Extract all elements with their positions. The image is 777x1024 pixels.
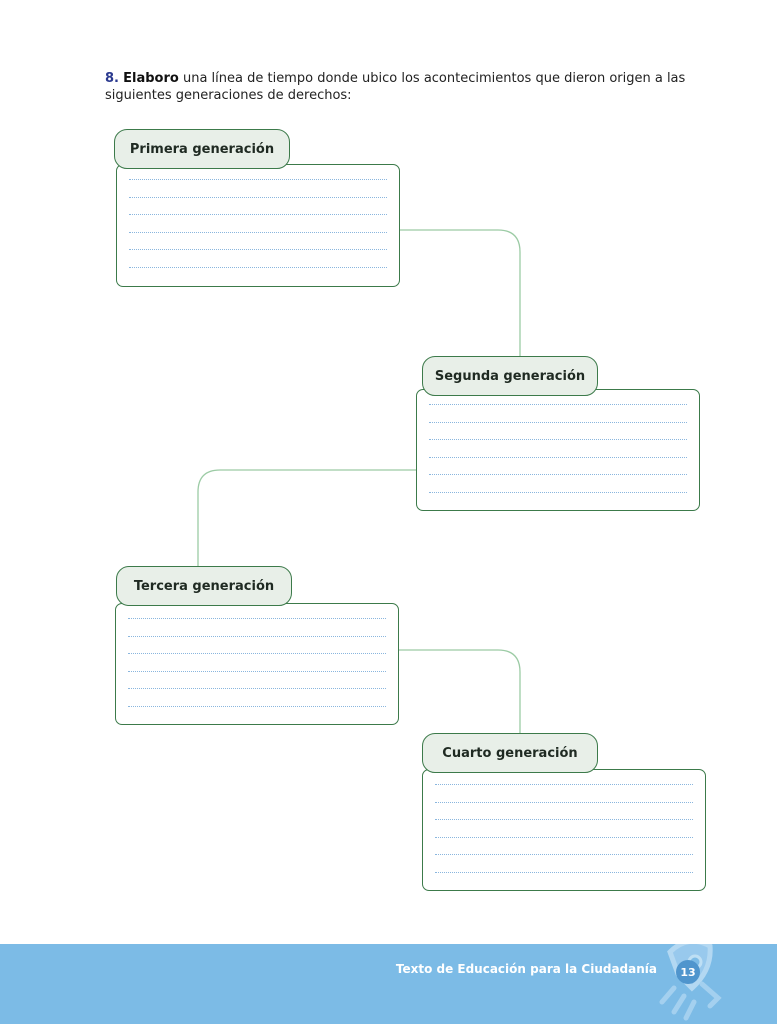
generation-card-1 — [116, 164, 400, 287]
writing-line — [128, 618, 386, 619]
writing-line — [128, 670, 386, 672]
generation-label-2: Segunda generación — [422, 356, 598, 396]
writing-line — [435, 819, 693, 821]
exercise-number: 8. — [105, 71, 119, 86]
footer-book-title: Texto de Educación para la Ciudadanía — [395, 962, 657, 976]
page-number: 13 — [676, 960, 700, 984]
generation-card-3 — [115, 603, 399, 725]
generation-label-3: Tercera generación — [116, 566, 292, 606]
writing-line — [129, 231, 387, 233]
writing-line — [129, 179, 387, 180]
writing-line — [128, 688, 386, 690]
writing-line — [129, 249, 387, 251]
connector-2-3 — [197, 469, 416, 566]
writing-line — [435, 854, 693, 856]
instruction-body: una línea de tiempo donde ubico los acon… — [105, 71, 686, 103]
instruction-text: 8. Elaboro una línea de tiempo donde ubi… — [105, 70, 725, 104]
writing-line — [129, 196, 387, 198]
writing-line — [435, 801, 693, 803]
writing-line — [435, 836, 693, 838]
writing-line — [429, 491, 687, 493]
writing-line — [128, 705, 386, 707]
connector-1-2 — [400, 229, 521, 356]
writing-line — [429, 404, 687, 405]
connector-3-4 — [399, 649, 521, 734]
rocket-icon — [659, 944, 722, 1021]
writing-line — [429, 421, 687, 423]
writing-line — [435, 784, 693, 785]
writing-line — [129, 266, 387, 268]
page-footer: Texto de Educación para la Ciudadanía 13 — [0, 944, 777, 1024]
generation-card-4 — [422, 769, 706, 891]
generation-label-4: Cuarto generación — [422, 733, 598, 773]
instruction-verb: Elaboro — [123, 71, 179, 86]
writing-line — [128, 635, 386, 637]
generation-card-2 — [416, 389, 700, 511]
writing-line — [429, 474, 687, 476]
writing-line — [435, 871, 693, 873]
writing-line — [429, 456, 687, 458]
generation-label-1: Primera generación — [114, 129, 290, 169]
writing-line — [429, 439, 687, 441]
writing-line — [129, 214, 387, 216]
writing-line — [128, 653, 386, 655]
